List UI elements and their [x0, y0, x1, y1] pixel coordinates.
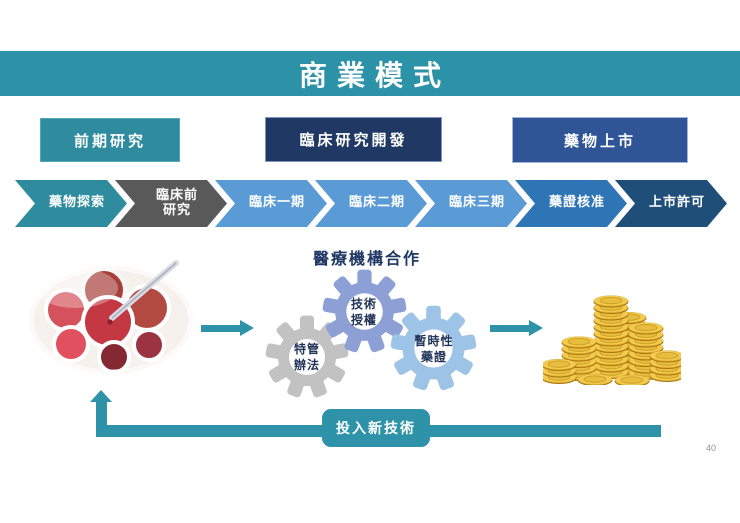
stage-label: 前期研究 [73, 131, 146, 150]
gear-tech-licensing-icon [322, 269, 407, 353]
process-step-drug-discovery: 藥物探索 [15, 180, 127, 227]
gold-coins-image [541, 277, 685, 387]
arrow-head [529, 320, 543, 336]
gear-label-special-regulation: 特管 辦法 [293, 342, 320, 372]
collaboration-title: 醫療機構合作 [312, 249, 421, 268]
stage-label: 藥物上市 [563, 131, 636, 150]
flow-arrow-right-icon [490, 320, 543, 337]
cell-culture-image [24, 260, 198, 379]
gear-label-temporary-license: 暫時性 藥證 [414, 334, 454, 364]
feedback-label-box: 投入新技術 [322, 409, 430, 447]
stage-box-early-research: 前期研究 [40, 118, 180, 162]
process-step-license-approval: 藥證核准 [515, 180, 627, 227]
arrow-shaft [201, 325, 240, 332]
gear-label-tech-licensing: 技術 授權 [350, 297, 377, 327]
flow-arrow-right-icon [201, 320, 254, 337]
arrow-head [240, 320, 254, 336]
process-step-preclinical: 臨床前 研究 [115, 180, 227, 227]
feedback-arrow-up-icon [90, 390, 112, 402]
gear-temporary-license-icon [390, 305, 477, 391]
process-step-phase2: 臨床二期 [315, 180, 427, 227]
slide-title-bar: 商業模式 [0, 51, 740, 96]
arrow-shaft [490, 325, 529, 332]
cell-culture-illustration [24, 260, 198, 379]
feedback-label: 投入新技術 [336, 421, 416, 437]
page-title: 商業模式 [298, 58, 451, 92]
process-step-market-approval: 上市許可 [615, 180, 727, 227]
page-number: 40 [706, 443, 717, 453]
process-step-phase1: 臨床一期 [215, 180, 327, 227]
stage-box-drug-launch: 藥物上市 [512, 117, 688, 163]
stage-box-clinical-rnd: 臨床研究開發 [265, 117, 442, 162]
feedback-line-vertical [96, 401, 107, 429]
gold-coins-illustration [541, 295, 685, 387]
stage-label: 臨床研究開發 [299, 131, 408, 149]
process-step-phase3: 臨床三期 [415, 180, 527, 227]
